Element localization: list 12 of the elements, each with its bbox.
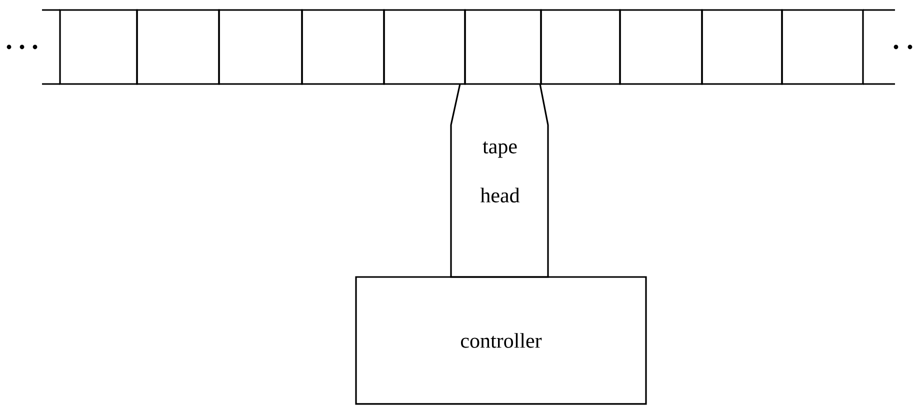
tape-cell xyxy=(540,9,621,85)
tape-cell xyxy=(59,9,138,85)
tape-cell xyxy=(136,9,220,85)
tape-cell xyxy=(464,9,542,85)
tape-cell xyxy=(619,9,703,85)
controller-box: controller xyxy=(355,276,647,405)
tape-head: tape head xyxy=(450,84,549,278)
tape-cell xyxy=(781,9,864,85)
tape-cell xyxy=(218,9,303,85)
tape-cell xyxy=(383,9,466,85)
tape-cell xyxy=(301,9,385,85)
tape-cell xyxy=(701,9,783,85)
